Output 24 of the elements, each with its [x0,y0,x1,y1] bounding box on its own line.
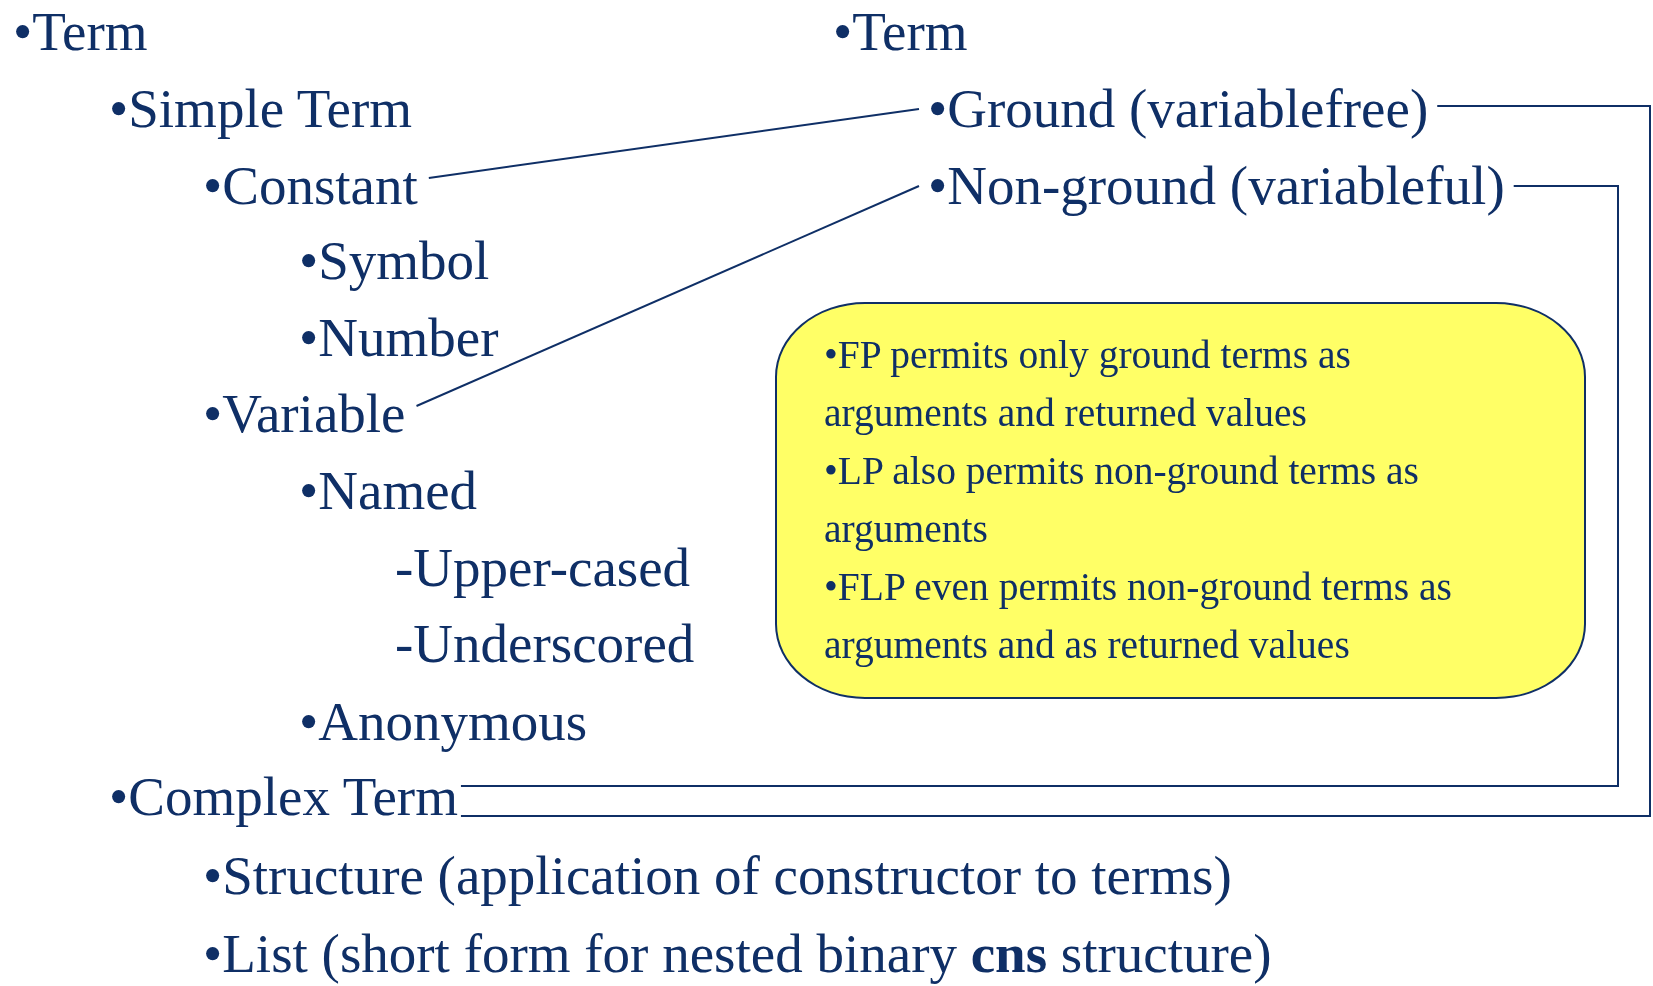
outline-item: •Number [298,309,500,367]
outline-item: •Term [12,3,149,61]
callout-text: •FLP even permits non-ground terms as arguments and as returned values [824,564,1453,669]
connector-line [415,185,920,407]
outline-item: •Term [832,3,969,61]
outline-item: •Constant [200,157,421,215]
outline-item: •Simple Term [108,80,414,138]
callout-text: •LP also permits non-ground terms as arguments [824,448,1420,553]
outline-item: •Named [298,462,479,520]
callout-box [775,302,1586,699]
outline-item: •Anonymous [298,693,589,751]
outline-item: •Non-ground (variableful) [925,157,1508,215]
outline-item: -Underscored [394,615,696,673]
outline-item: •Complex Term [106,768,461,826]
outline-item: •Symbol [298,232,491,290]
callout-text: •FP permits only ground terms as arguments and returned values [824,332,1352,437]
connector-line [459,105,1651,817]
outline-item: •Structure (application of constructor to terms) [202,847,1233,905]
outline-item: •List (short form for nested binary cns structure) [202,925,1273,983]
connector-line [459,185,1619,787]
outline-item: •Ground (variablefree) [925,80,1432,138]
outline-item: -Upper-cased [394,539,692,597]
outline-item: •Variable [200,385,409,443]
connector-line [427,108,920,179]
